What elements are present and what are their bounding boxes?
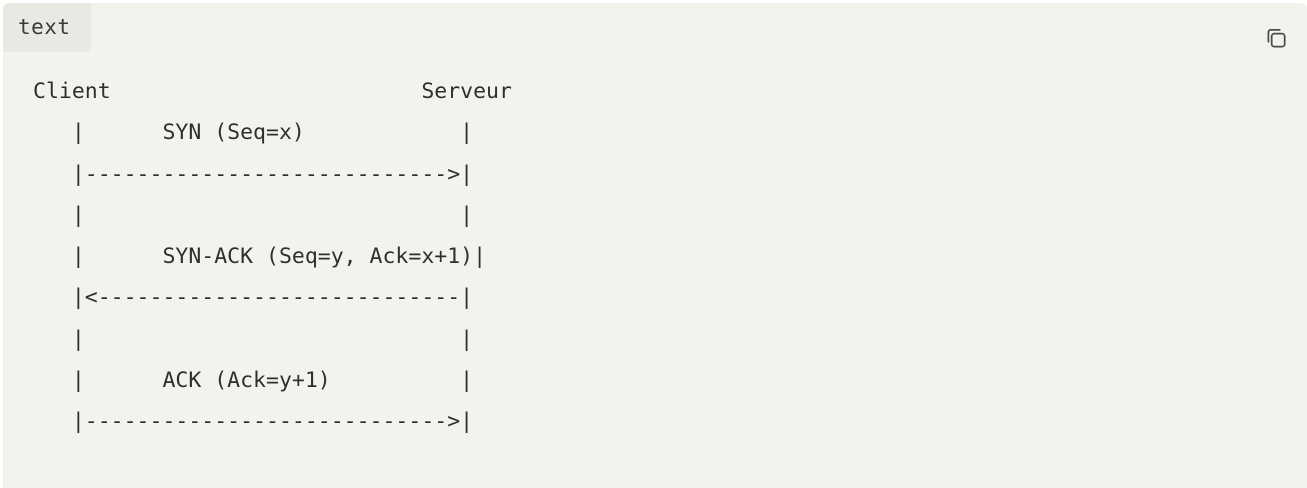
code-line: |---------------------------->| (33, 409, 474, 435)
code-line: | SYN-ACK (Seq=y, Ack=x+1)| (33, 244, 487, 270)
code-line: | | (33, 202, 474, 228)
code-line: |---------------------------->| (33, 161, 474, 187)
code-line: |<----------------------------| (33, 285, 474, 311)
copy-button[interactable] (1261, 23, 1291, 53)
language-label: text (3, 3, 91, 52)
code-line: | | (33, 326, 474, 352)
code-line: Client Serveur (33, 79, 512, 104)
code-block: text Client Serveur | SYN (Seq=x) | |---… (3, 3, 1307, 488)
copy-icon (1267, 29, 1286, 48)
code-content: Client Serveur | SYN (Seq=x) | |--------… (33, 71, 512, 443)
code-line: | ACK (Ack=y+1) | (33, 368, 474, 394)
code-line: | SYN (Seq=x) | (33, 120, 474, 146)
